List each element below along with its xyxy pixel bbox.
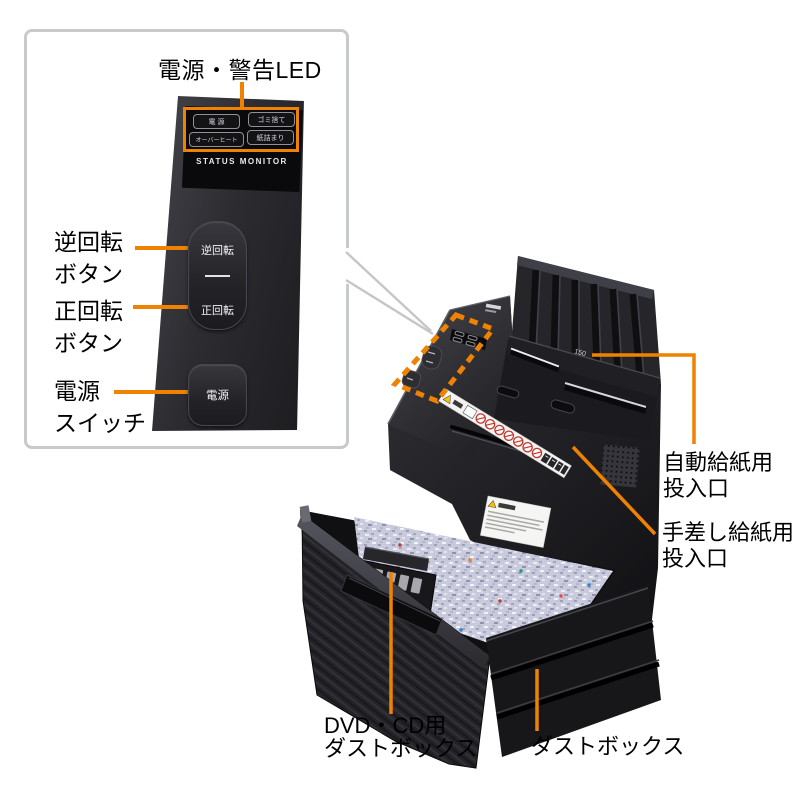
- power-leader-line: [114, 390, 188, 394]
- dust-box-stack: [485, 585, 661, 757]
- guide-slider: [496, 385, 520, 399]
- auto-feed-tray: 150: [494, 335, 661, 441]
- led-power-label: 電 源: [208, 118, 225, 126]
- rotation-rocker-button: 逆回転 正回転: [188, 221, 247, 330]
- dust-box-label: ダストボックス: [531, 735, 684, 758]
- manual-feed-leader-line: [571, 445, 657, 536]
- auto-feed-label: 自動給紙用 投入口: [663, 450, 773, 502]
- led-power: 電 源: [193, 114, 240, 129]
- dust-drawer: [297, 505, 661, 769]
- manual-feed-label: 手差し給紙用 投入口: [662, 520, 794, 572]
- led-paper-jam-label: 紙詰まり: [256, 134, 285, 142]
- reverse-callout-line1: 逆回転: [54, 229, 123, 255]
- power-switch-callout: 電源 スイッチ: [54, 375, 146, 439]
- auto-feed-label-line2: 投入口: [663, 476, 730, 501]
- callout-connector-lines: [345, 251, 434, 336]
- led-bin-full-label: ゴミ捨て: [257, 116, 286, 124]
- drawer-front-panel: [297, 505, 491, 769]
- led-callout-line: [240, 82, 244, 109]
- power-button-label: 電源: [206, 390, 229, 402]
- dust-box-label-line1: ダストボックス: [531, 734, 685, 759]
- brand-mark: [485, 303, 502, 313]
- forward-callout-line2: ボタン: [54, 330, 123, 356]
- forward-button: 正回転: [201, 305, 234, 317]
- auto-feed-label-line1: 自動給紙用: [663, 450, 774, 475]
- vent-grille: [600, 444, 640, 488]
- rocker-divider: [205, 275, 230, 277]
- reverse-callout-line2: ボタン: [54, 261, 123, 287]
- led-paper-jam: 紙詰まり: [247, 130, 294, 145]
- reverse-button-callout: 逆回転 ボタン: [54, 226, 123, 290]
- control-panel-highlight: [390, 312, 498, 405]
- status-monitor-label: STATUS MONITOR: [196, 157, 288, 166]
- forward-callout-line1: 正回転: [54, 298, 123, 324]
- led-overheat: オーバーヒート: [189, 132, 244, 147]
- inset-title: 電源・警告LED: [158, 57, 322, 83]
- reverse-button: 逆回転: [201, 245, 234, 257]
- manual-feed-label-line1: 手差し給紙用: [662, 520, 795, 545]
- forward-button-callout: 正回転 ボタン: [54, 295, 123, 359]
- forward-leader-line: [133, 305, 188, 309]
- guide-slider-2: [550, 399, 576, 414]
- dvd-box-label-line2: ダストボックス: [324, 736, 478, 761]
- warning-label-strip: [438, 388, 572, 479]
- led-bin-full: ゴミ捨て: [248, 112, 295, 127]
- reverse-leader-line: [135, 246, 188, 250]
- power-callout-line2: スイッチ: [54, 410, 146, 436]
- drawer-latch: [299, 505, 312, 523]
- tray-capacity-marking: 150: [573, 348, 586, 358]
- caution-sticker: [480, 495, 552, 548]
- led-overheat-label: オーバーヒート: [195, 138, 238, 144]
- dvd-box-label: DVD・CD用 ダストボックス: [324, 714, 477, 760]
- power-callout-line1: 電源: [54, 378, 100, 404]
- inset-border-gap: [343, 248, 351, 284]
- power-button: 電源: [188, 364, 247, 426]
- paper-guide-rail: [510, 347, 560, 368]
- auto-feed-leader-line: [592, 353, 696, 444]
- paper-guide-rail-2: [564, 382, 647, 408]
- led-highlight-bracket: [183, 107, 299, 152]
- manual-feed-label-line2: 投入口: [662, 546, 729, 571]
- dvd-box-label-line1: DVD・CD用: [324, 713, 447, 738]
